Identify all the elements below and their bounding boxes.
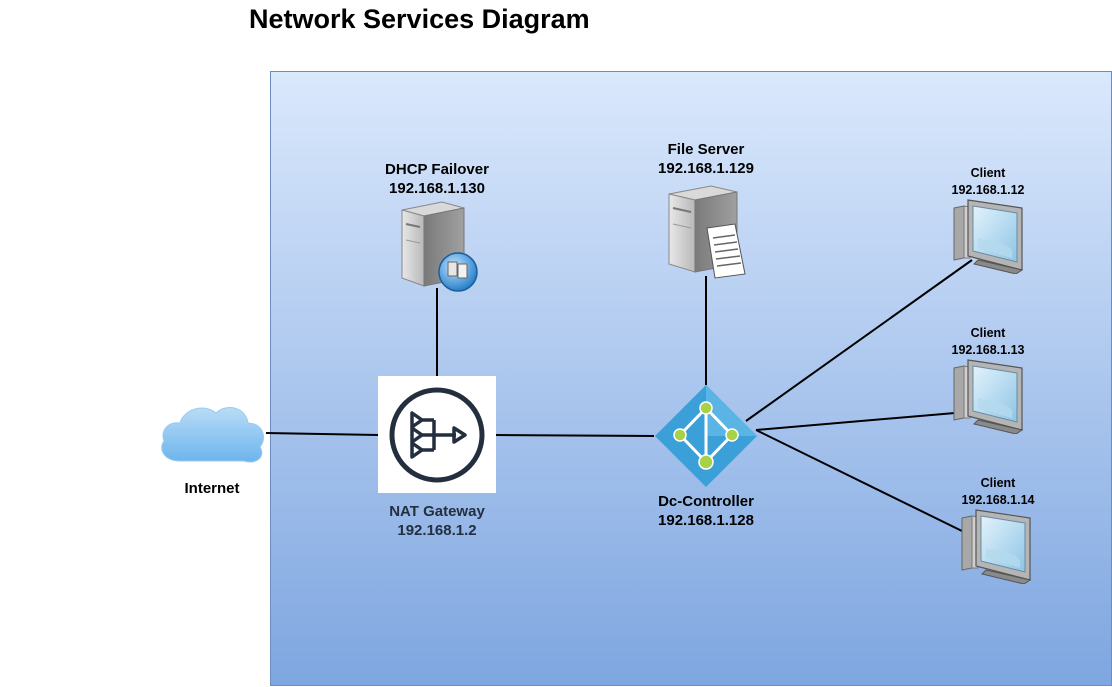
file-server-icon[interactable] [667, 184, 747, 280]
workstation-icon[interactable] [952, 198, 1026, 274]
link-dc-client-1 [745, 259, 973, 422]
cloud-icon [161, 407, 264, 463]
dhcp-failover-label: DHCP Failover 192.168.1.130 [385, 161, 489, 197]
directory-icon[interactable] [654, 384, 758, 488]
client-2-label: Client 192.168.1.13 [951, 326, 1025, 357]
link-nat-dc [495, 434, 655, 437]
client-1-label: Client 192.168.1.12 [951, 166, 1025, 197]
internet-label: Internet [184, 480, 240, 497]
workstation-icon[interactable] [960, 508, 1034, 584]
client-3-label: Client 192.168.1.14 [961, 476, 1035, 507]
nat-gateway-icon [389, 387, 485, 483]
dc-controller-label: Dc-Controller 192.168.1.128 [658, 493, 754, 529]
server-with-database-icon[interactable] [398, 200, 480, 292]
diagram-title: Network Services Diagram [249, 4, 590, 34]
nat-gateway-label: NAT Gateway 192.168.1.2 [389, 503, 485, 539]
link-internet-nat [265, 432, 379, 436]
link-dc-client-3 [755, 429, 963, 532]
nat-gateway[interactable] [378, 376, 496, 493]
link-dc-client-2 [755, 412, 956, 431]
file-server-label: File Server 192.168.1.129 [658, 141, 754, 177]
workstation-icon[interactable] [952, 358, 1026, 434]
